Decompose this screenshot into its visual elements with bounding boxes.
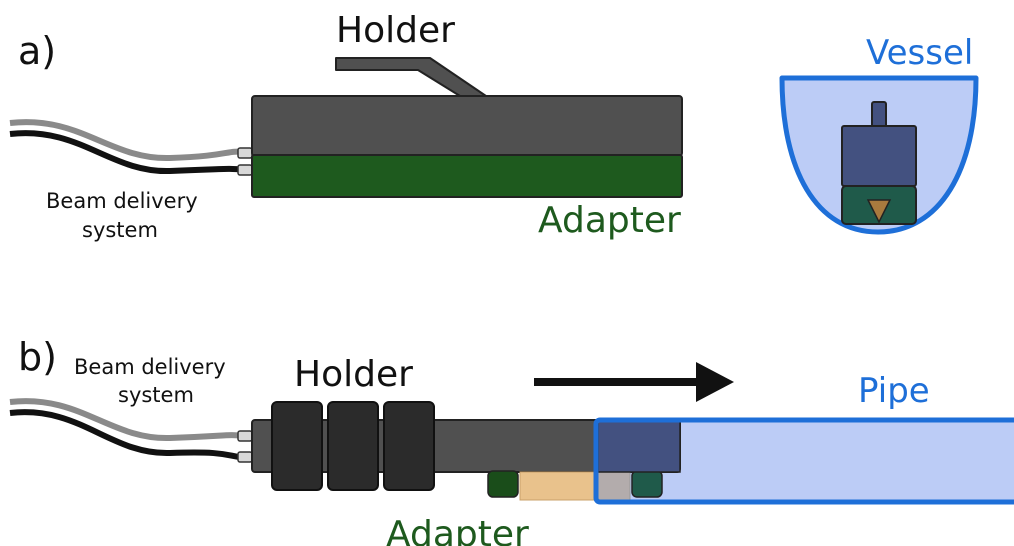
holder-label-b: Holder [294,354,413,395]
beam-label-a-line2: system [82,218,158,242]
holder-label-a: Holder [336,10,455,51]
beam-label-b-line2: system [118,383,194,407]
vessel-probe-body [841,125,917,187]
adapter-plate-a [251,154,683,198]
cable-connector-bottom [237,164,253,176]
beam-label-a-line1: Beam delivery [46,189,198,213]
cable-connector-top [237,430,253,442]
panel-a: a) Beam delivery system Holder Adapter V… [9,10,979,242]
adapter-label-b: Adapter [386,514,529,546]
adapter-part-green [487,470,519,498]
panel-b: b) Beam delivery system Holder [9,335,1014,546]
black-cable [9,130,247,175]
holder-handle [335,57,487,97]
vessel [779,75,979,235]
cable-connector-top [237,147,253,159]
holder-clamp-2 [327,401,379,491]
black-cable [9,409,247,461]
vessel-cone [866,199,892,224]
vessel-label: Vessel [866,33,973,73]
beam-delivery-cables-a [9,119,253,176]
adapter-label-a: Adapter [538,200,681,241]
holder-clamp-1 [271,401,323,491]
gray-cable [9,398,247,442]
pipe-outline [593,417,1014,505]
vessel-probe-tip [871,101,887,129]
direction-arrow [534,362,734,402]
panel-a-letter: a) [18,29,56,73]
holder-clamp-3 [383,401,435,491]
gray-cable [9,119,247,162]
holder-body-a [251,95,683,157]
adapter-part-teal [631,470,663,498]
beam-label-b-line1: Beam delivery [74,355,226,379]
pipe-label: Pipe [858,371,930,411]
sample-gray [597,471,631,501]
panel-b-letter: b) [18,335,57,379]
cable-connector-bottom [237,451,253,463]
probe-head-b [597,420,681,473]
sample-tan [519,471,599,501]
beam-delivery-cables-b [9,398,253,463]
